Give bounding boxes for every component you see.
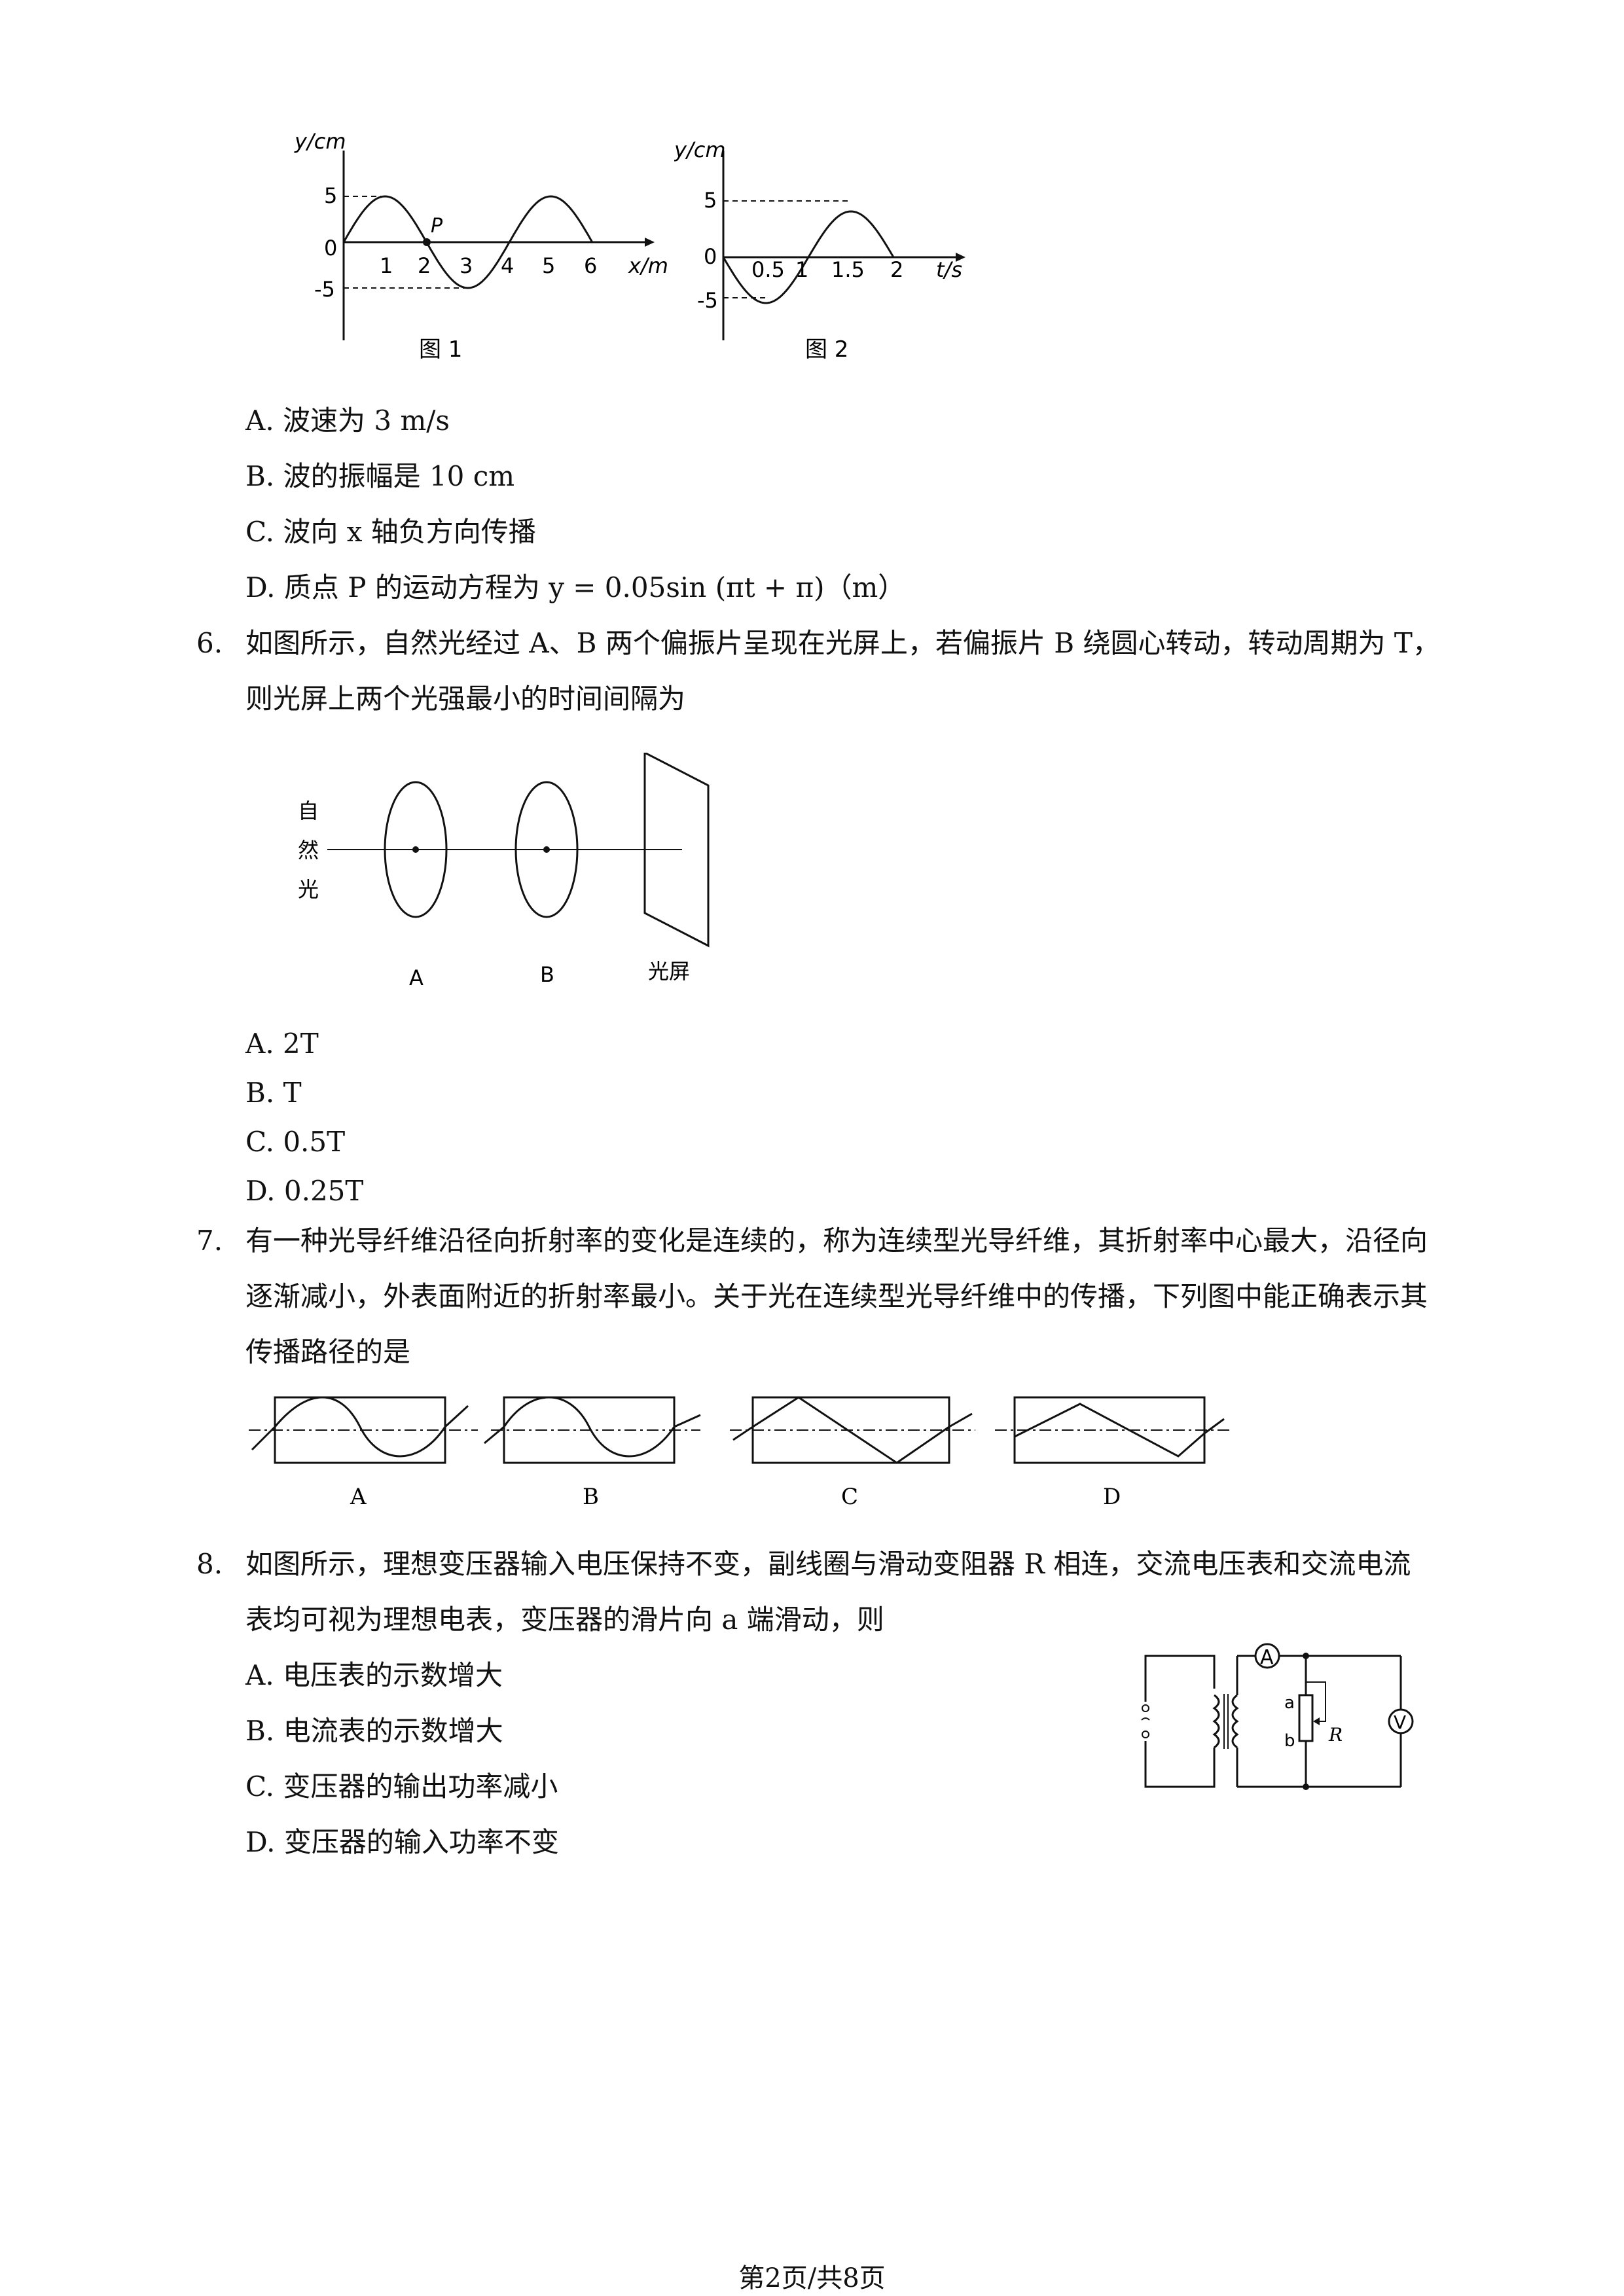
polarizer-b	[514, 781, 579, 918]
q6-option-b: B. T	[245, 1077, 302, 1109]
q8-option-c: C. 变压器的输出功率减小	[245, 1770, 558, 1803]
polarizer-b-label: B	[540, 962, 554, 987]
wave-curve-t	[722, 210, 895, 304]
q7-fiber-figures: A B C D	[249, 1396, 1231, 1510]
x-tick-3: 3	[460, 253, 473, 278]
fiber-a-label: A	[350, 1484, 367, 1510]
polarizer-a-label: A	[409, 965, 424, 990]
page-footer: 第2页/共8页	[738, 2263, 886, 2293]
q6-option-a: A. 2T	[245, 1028, 319, 1060]
q5-figure-1: P y/cm 5 0 -5 1 2 3 4 5 6 x/m 图 1	[294, 129, 668, 363]
rheostat-end-a: a	[1284, 1693, 1295, 1713]
y-tick-0: 0	[324, 236, 337, 260]
voltmeter-icon	[1388, 1708, 1414, 1734]
q8-number: 8.	[196, 1548, 223, 1580]
fiber-d-label: D	[1103, 1484, 1121, 1510]
q7-stem-line-1: 有一种光导纤维沿径向折射率的变化是连续的，称为连续型光导纤维，其折射率中心最大，…	[245, 1225, 1428, 1257]
x-tick-4: 4	[501, 253, 514, 278]
rheostat-end-b: b	[1284, 1731, 1295, 1751]
x-axis-label: t/s	[936, 257, 962, 282]
voltmeter-label: V	[1394, 1712, 1406, 1733]
y-axis-label: y/cm	[674, 137, 725, 162]
natural-light-label-1: 自	[298, 798, 319, 823]
rheostat-r	[1298, 1694, 1314, 1742]
fiber-b-label: B	[583, 1484, 599, 1510]
q5-option-b: B. 波的振幅是 10 cm	[245, 460, 515, 492]
y-tick-neg5: -5	[697, 288, 718, 313]
q5-option-a: A. 波速为 3 m/s	[245, 404, 450, 437]
rheostat-label: R	[1328, 1724, 1343, 1746]
x-axis-label: x/m	[628, 253, 668, 278]
point-p	[423, 238, 431, 246]
q5-option-c: C. 波向 x 轴负方向传播	[245, 516, 536, 548]
y-axis-label: y/cm	[294, 129, 346, 154]
point-p-label: P	[431, 215, 443, 238]
q8-circuit-figure: A V a b R	[1139, 1643, 1414, 1790]
q7-stem-line-2: 逐渐减小，外表面附近的折射率最小。关于光在连续型光导纤维中的传播，下列图中能正确…	[245, 1280, 1428, 1312]
x-tick-6: 6	[584, 253, 597, 278]
y-tick-neg5: -5	[314, 277, 335, 302]
x-tick-1: 1	[380, 253, 393, 278]
x-tick-0-5: 0.5	[751, 257, 785, 282]
x-tick-5: 5	[542, 253, 555, 278]
q6-polarizer-figure: 自 然 光 A B 光屏	[298, 753, 710, 990]
fiber-option-b: B	[484, 1396, 701, 1510]
q5-option-d: D. 质点 P 的运动方程为 y = 0.05sin (πt + π)（m）	[245, 571, 906, 603]
wave-curve-x	[342, 195, 594, 289]
q6-stem-line-2: 则光屏上两个光强最小的时间间隔为	[245, 683, 686, 715]
figure-2-caption: 图 2	[805, 336, 848, 363]
ammeter-label: A	[1260, 1646, 1274, 1669]
y-tick-5: 5	[324, 183, 337, 208]
light-screen-label: 光屏	[648, 959, 690, 984]
y-tick-0: 0	[704, 244, 717, 269]
natural-light-label-3: 光	[298, 877, 319, 902]
q6-option-d: D. 0.25T	[245, 1175, 364, 1207]
x-tick-1: 1	[795, 257, 808, 282]
fiber-option-d: D	[995, 1396, 1231, 1510]
fiber-option-a: A	[249, 1396, 478, 1510]
light-screen	[643, 753, 710, 948]
x-tick-2: 2	[418, 253, 431, 278]
fiber-option-c: C	[730, 1396, 975, 1510]
q8-stem-line-2: 表均可视为理想电表，变压器的滑片向 a 端滑动，则	[245, 1604, 884, 1636]
q8-option-d: D. 变压器的输入功率不变	[245, 1826, 559, 1858]
q8-option-a: A. 电压表的示数增大	[245, 1659, 503, 1691]
y-tick-5: 5	[704, 188, 717, 213]
q6-stem-line-1: 如图所示，自然光经过 A、B 两个偏振片呈现在光屏上，若偏振片 B 绕圆心转动，…	[245, 627, 1440, 659]
q7-stem-line-3: 传播路径的是	[245, 1336, 411, 1368]
polarizer-a	[384, 781, 448, 918]
figure-1-caption: 图 1	[419, 336, 462, 363]
q7-number: 7.	[196, 1225, 223, 1257]
q8-option-b: B. 电流表的示数增大	[245, 1715, 503, 1747]
natural-light-label-2: 然	[298, 838, 319, 863]
fiber-c-label: C	[841, 1484, 858, 1510]
q5-figure-2: y/cm 5 0 -5 0.5 1 1.5 2 t/s 图 2	[674, 137, 965, 363]
q6-number: 6.	[196, 627, 223, 659]
q6-option-c: C. 0.5T	[245, 1126, 346, 1158]
x-tick-1-5: 1.5	[831, 257, 865, 282]
q8-stem-line-1: 如图所示，理想变压器输入电压保持不变，副线圈与滑动变阻器 R 相连，交流电压表和…	[245, 1548, 1411, 1580]
x-tick-2: 2	[890, 257, 903, 282]
